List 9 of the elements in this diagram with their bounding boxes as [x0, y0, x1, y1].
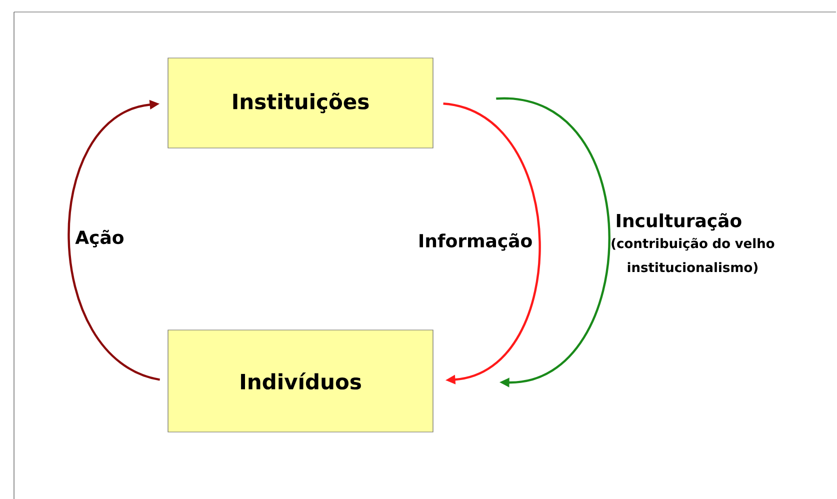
text-box: Indivíduos: [168, 330, 434, 432]
curved-arrow: [68, 100, 160, 381]
curved-arrow: [496, 98, 610, 388]
edge-label: Ação: [74, 228, 126, 248]
edge-label: Inculturação: [614, 212, 744, 232]
note-text: (contribuição do velho institucionalismo): [612, 238, 774, 274]
edge-label: Informação: [416, 232, 534, 252]
curved-arrow: [443, 102, 541, 384]
text-box: Instituições: [168, 58, 434, 148]
